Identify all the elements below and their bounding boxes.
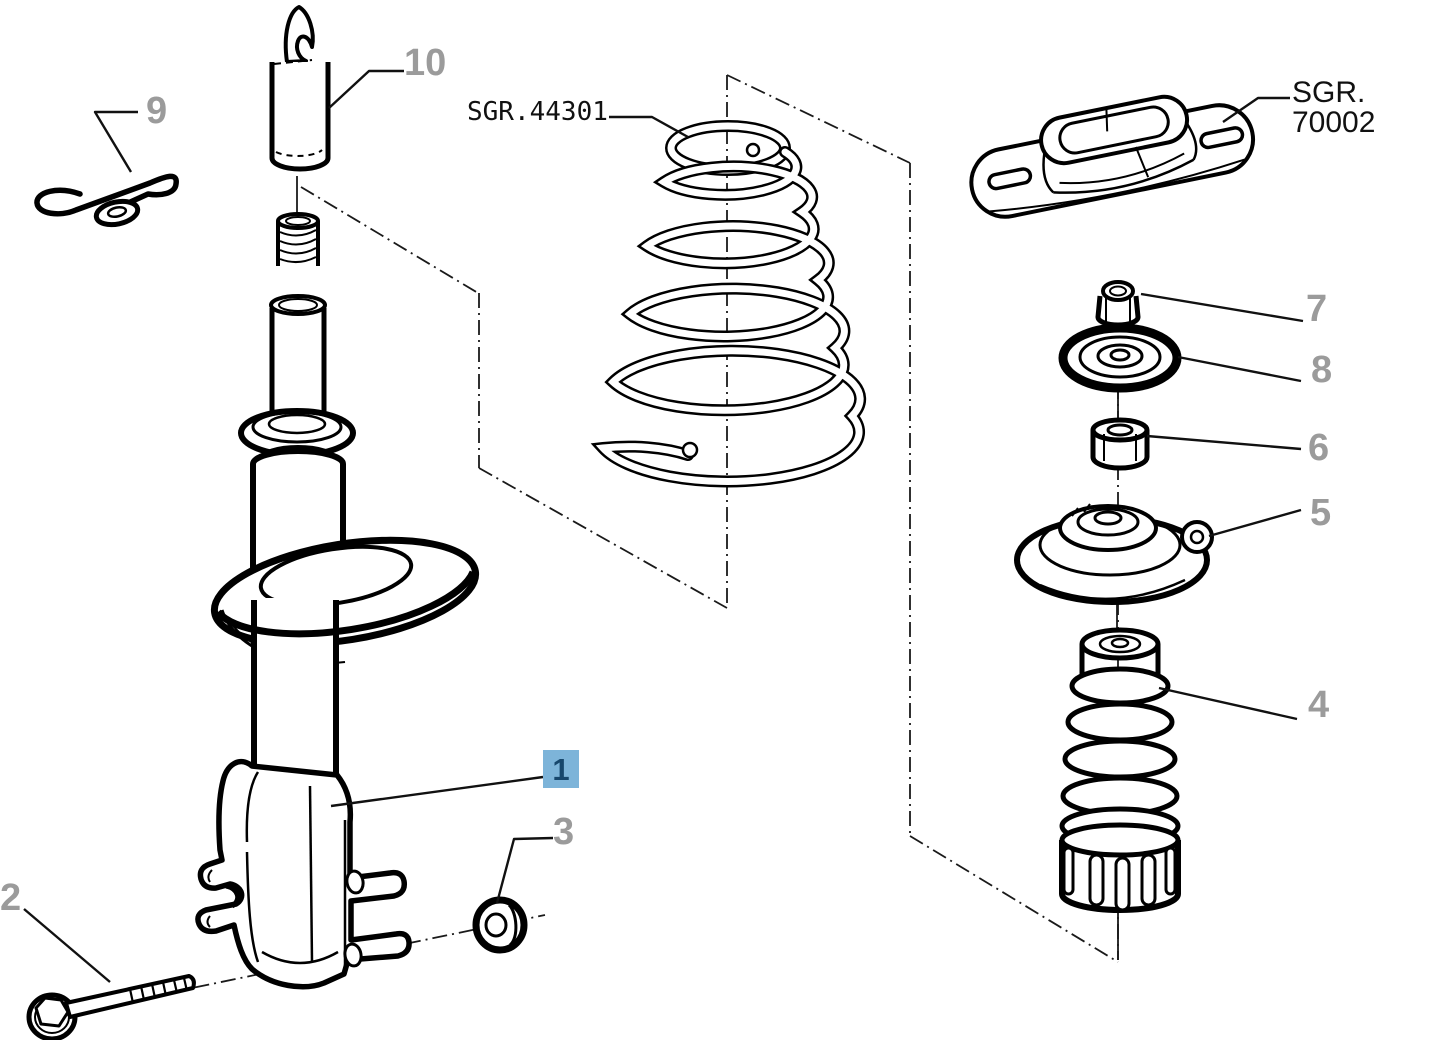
strut-assembly-drawing: [195, 212, 480, 990]
callout-6[interactable]: 6: [1308, 427, 1330, 469]
bump-stop-boot-drawing: [1059, 627, 1181, 913]
group-ref-spring[interactable]: SGR.44301: [467, 97, 608, 127]
callout-10[interactable]: 10: [404, 42, 447, 84]
callout-5[interactable]: 5: [1310, 492, 1332, 534]
group-ref-mount[interactable]: SGR. 70002: [1292, 76, 1376, 139]
callout-2[interactable]: 2: [0, 877, 22, 919]
retaining-clip-drawing: [34, 173, 179, 228]
mount-plate-drawing: [969, 94, 1256, 219]
protection-cap-drawing: [269, 5, 331, 172]
fixing-nut-drawing: [472, 896, 528, 954]
nut-drawing: [1090, 417, 1150, 471]
leader-lines: [23, 69, 1304, 983]
coil-spring-drawing: [590, 120, 867, 488]
strut-tube: [251, 598, 339, 786]
strut-rod-thread: [276, 212, 320, 266]
cap-nut-drawing: [1095, 280, 1141, 328]
callout-4[interactable]: 4: [1308, 684, 1330, 726]
upper-mount-drawing: [1014, 503, 1214, 605]
callout-9[interactable]: 9: [146, 90, 168, 132]
strut-bracket: [195, 758, 412, 990]
callout-3[interactable]: 3: [553, 811, 575, 853]
strut-piston-rod: [269, 294, 327, 412]
callout-7[interactable]: 7: [1306, 288, 1328, 330]
callout-8[interactable]: 8: [1311, 349, 1333, 391]
bearing-washer-drawing: [1058, 323, 1182, 393]
callout-1-highlighted[interactable]: 1: [543, 750, 579, 788]
bolt-drawing: [26, 974, 196, 1040]
